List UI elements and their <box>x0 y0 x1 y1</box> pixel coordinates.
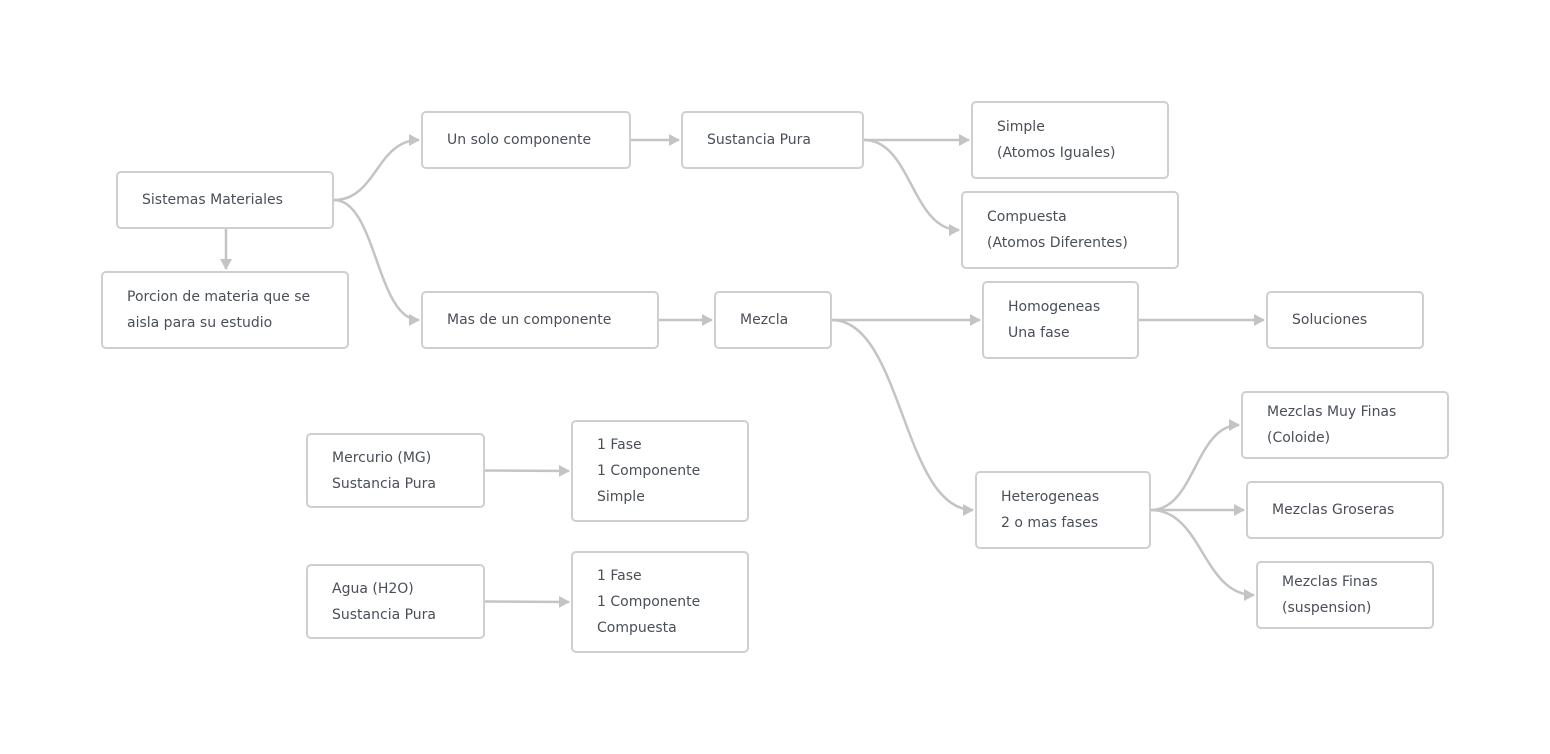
connector-heterogeneas-to-muy-finas <box>1150 419 1240 512</box>
node-soluciones[interactable]: Soluciones <box>1266 291 1424 349</box>
node-label-line: Mezclas Muy Finas <box>1267 404 1397 420</box>
node-label-line: Simple <box>597 489 645 505</box>
node-label-line: 1 Componente <box>597 463 701 479</box>
node-label-line: Soluciones <box>1292 312 1368 328</box>
node-un-solo[interactable]: Un solo componente <box>421 111 631 169</box>
node-muy-finas[interactable]: Mezclas Muy Finas (Coloide) <box>1241 391 1449 459</box>
node-label-line: Mezcla <box>740 312 789 328</box>
node-label-line: 2 o mas fases <box>1001 515 1099 531</box>
node-label-line: (Atomos Diferentes) <box>987 235 1128 251</box>
connector-sustancia-pura-to-compuesta <box>863 138 960 236</box>
connector-heterogeneas-to-finas <box>1150 508 1255 601</box>
node-label-line: (suspension) <box>1282 600 1372 616</box>
node-label-line: Compuesta <box>597 620 677 636</box>
node-porcion[interactable]: Porcion de materia que se aisla para su e… <box>101 271 349 349</box>
node-label-line: Mezclas Groseras <box>1272 502 1395 518</box>
node-agua[interactable]: Agua (H2O) Sustancia Pura <box>306 564 485 639</box>
node-label-line: Heterogeneas <box>1001 489 1100 505</box>
node-groseras[interactable]: Mezclas Groseras <box>1246 481 1444 539</box>
node-label-line: Agua (H2O) <box>332 580 414 597</box>
connector-sistemas-to-un-solo <box>333 134 420 202</box>
connector-mercurio-to-mercurio-detalle <box>484 464 570 477</box>
node-mezcla[interactable]: Mezcla <box>714 291 832 349</box>
node-heterogeneas[interactable]: Heterogeneas 2 o mas fases <box>975 471 1151 549</box>
connector-agua-to-agua-detalle <box>484 595 570 608</box>
node-label-line: Mas de un componente <box>447 312 612 328</box>
node-sustancia-pura[interactable]: Sustancia Pura <box>681 111 864 169</box>
node-label-line: Sustancia Pura <box>707 132 812 148</box>
node-label-line: Sistemas Materiales <box>142 192 283 208</box>
node-label-line: 1 Componente <box>597 594 701 610</box>
node-sistemas[interactable]: Sistemas Materiales <box>116 171 334 229</box>
node-label-line: aisla para su estudio <box>127 315 273 331</box>
node-label-line: Sustancia Pura <box>332 606 437 623</box>
node-label-line: (Coloide) <box>1267 430 1331 446</box>
node-label-line: Compuesta <box>987 209 1067 225</box>
node-label-line: Simple <box>997 119 1045 135</box>
node-label-line: Una fase <box>1008 325 1070 341</box>
node-label-line: (Atomos Iguales) <box>997 145 1116 161</box>
node-label-line: Mezclas Finas <box>1282 574 1378 590</box>
node-label-line: 1 Fase <box>597 437 642 453</box>
node-label-line: Porcion de materia que se <box>127 289 311 305</box>
node-compuesta[interactable]: Compuesta (Atomos Diferentes) <box>961 191 1179 269</box>
node-label-line: Un solo componente <box>447 132 592 148</box>
node-label-line: 1 Fase <box>597 568 642 584</box>
node-mas-de-uno[interactable]: Mas de un componente <box>421 291 659 349</box>
connector-mezcla-to-heterogeneas <box>831 318 974 516</box>
node-finas[interactable]: Mezclas Finas (suspension) <box>1256 561 1434 629</box>
node-mercurio[interactable]: Mercurio (MG) Sustancia Pura <box>306 433 485 508</box>
node-label-line: Mercurio (MG) <box>332 449 432 466</box>
node-label-line: Homogeneas <box>1008 299 1101 315</box>
node-simple[interactable]: Simple (Atomos Iguales) <box>971 101 1169 179</box>
node-label-line: Sustancia Pura <box>332 475 437 492</box>
